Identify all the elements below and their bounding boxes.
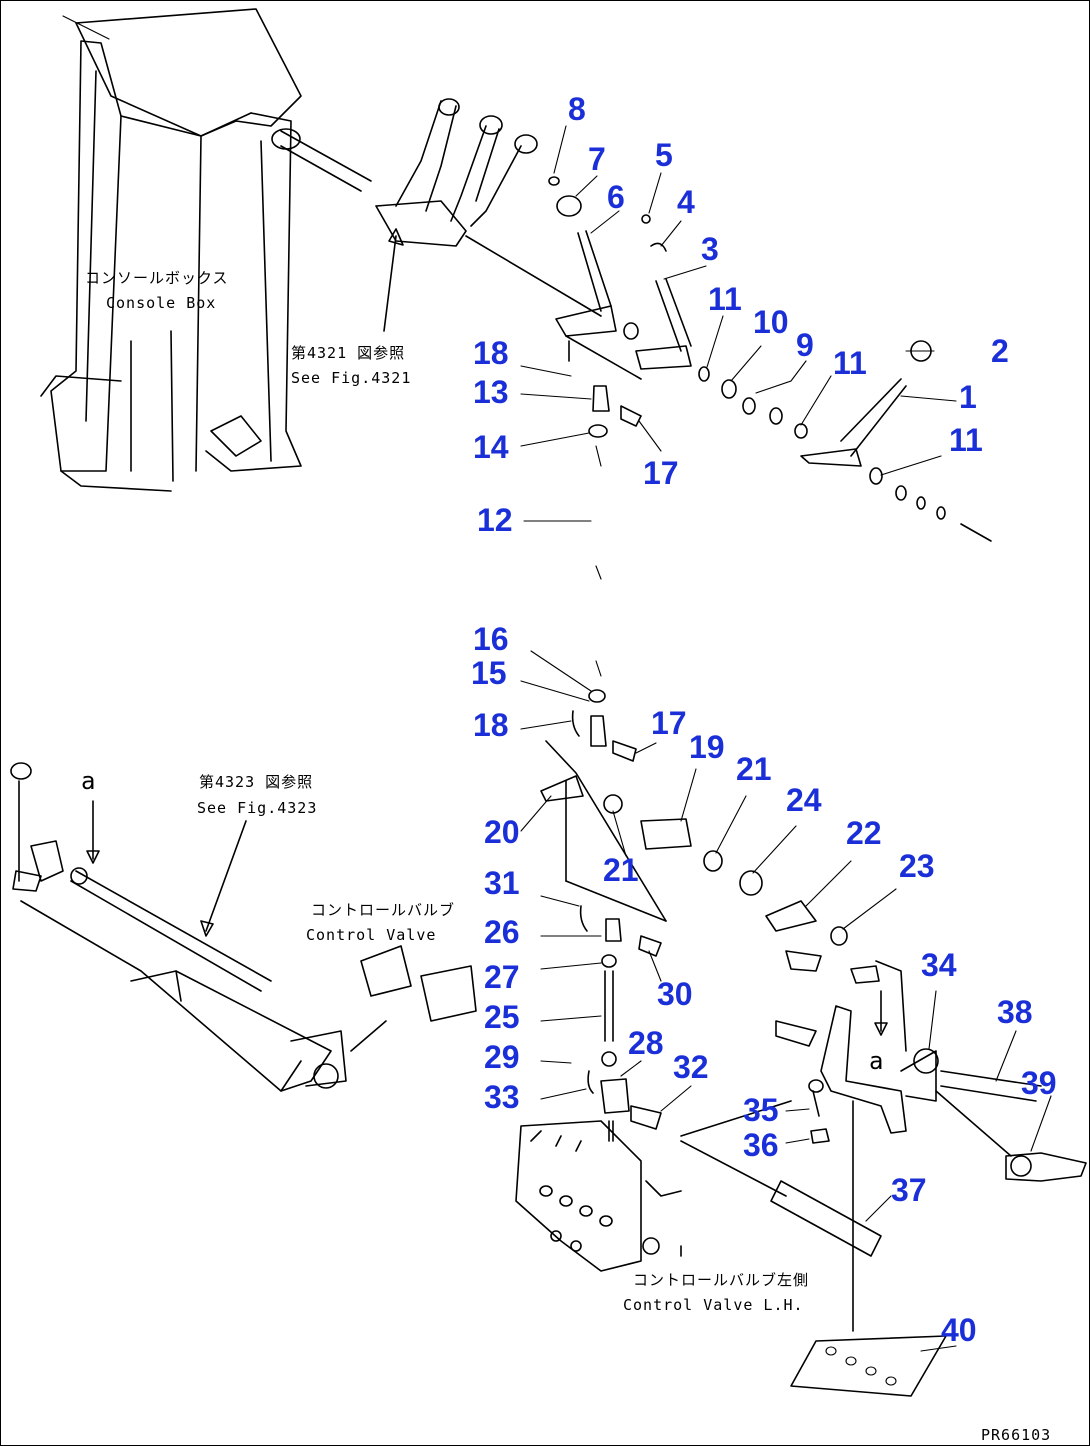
- part-number-label: 18: [473, 707, 509, 743]
- part-number-label: 37: [891, 1172, 927, 1208]
- part-number-label: 19: [689, 729, 725, 765]
- part-number-label: 16: [473, 621, 509, 657]
- part-number-label: 6: [607, 179, 625, 215]
- see-fig-4321-caption-en: See Fig.4321: [291, 369, 412, 387]
- leader-lines: [520, 125, 1052, 1352]
- part-number-label: 36: [743, 1127, 779, 1163]
- part-number-label: 29: [484, 1039, 520, 1075]
- part-number-label: 7: [588, 141, 606, 177]
- bracket-assembly-drawing: [680, 960, 1087, 1397]
- console-box-caption-jp: コンソールボックス: [85, 269, 229, 287]
- part-number-label: 35: [743, 1092, 779, 1128]
- lever-assembly-drawing: [375, 98, 602, 332]
- part-number-label: 22: [846, 815, 882, 851]
- part-number-label: 21: [603, 852, 639, 888]
- part-number-label: 9: [796, 327, 814, 363]
- part-number-label: 34: [921, 947, 957, 983]
- part-number-label: 28: [628, 1025, 664, 1061]
- part-number-label: 32: [673, 1049, 709, 1085]
- part-number-label: 15: [471, 655, 507, 691]
- part-number-label: 12: [477, 502, 513, 538]
- control-valve-lh-caption-jp: コントロールバルブ左側: [633, 1271, 810, 1289]
- see-fig-4323-caption-jp: 第4323 図参照: [199, 773, 314, 791]
- upper-parts-drawing: [548, 176, 992, 580]
- part-number-label: 39: [1021, 1065, 1057, 1101]
- view-mark-a-right: a: [869, 1047, 884, 1075]
- part-number-label: 23: [899, 848, 935, 884]
- part-number-label: 27: [484, 959, 520, 995]
- part-number-label: 14: [473, 429, 509, 465]
- part-number-label: 10: [753, 304, 789, 340]
- part-number-label: 1: [959, 379, 977, 415]
- part-number-label: 24: [786, 782, 822, 818]
- control-valve-caption-en: Control Valve: [306, 926, 437, 944]
- see-fig-4321-caption-jp: 第4321 図参照: [291, 344, 406, 362]
- part-number-label: 2: [991, 333, 1009, 369]
- diagram-code: PR66103: [981, 1426, 1052, 1444]
- part-number-label: 17: [651, 705, 687, 741]
- part-number-label: 33: [484, 1079, 520, 1115]
- part-number-label: 8: [568, 91, 586, 127]
- part-number-label: 4: [677, 184, 695, 220]
- part-number-label: 20: [484, 814, 520, 850]
- console-box-caption-en: Console Box: [106, 294, 217, 312]
- control-valve-drawing: [10, 762, 477, 1092]
- part-number-label: 11: [708, 281, 742, 317]
- part-number-label: 31: [484, 865, 520, 901]
- control-valve-lh-drawing: [515, 1120, 682, 1272]
- part-number-label: 13: [473, 374, 509, 410]
- part-number-label: 30: [657, 976, 693, 1012]
- part-number-label: 21: [736, 751, 772, 787]
- part-number-label: 18: [473, 335, 509, 371]
- view-mark-a-left: a: [81, 767, 96, 795]
- part-number-label: 3: [701, 231, 719, 267]
- part-number-label: 26: [484, 914, 520, 950]
- console-box-drawing: [40, 8, 372, 492]
- part-number-label: 17: [643, 455, 679, 491]
- part-number-label: 5: [655, 137, 673, 173]
- part-number-label: 25: [484, 999, 520, 1035]
- see-fig-4323-caption-en: See Fig.4323: [197, 799, 318, 817]
- part-number-label: 11: [949, 422, 983, 458]
- control-valve-caption-jp: コントロールバルブ: [311, 901, 456, 919]
- lower-linkage-drawing: [540, 660, 880, 1130]
- part-number-label: 38: [997, 994, 1033, 1030]
- control-valve-lh-caption-en: Control Valve L.H.: [623, 1296, 804, 1314]
- part-number-label: 11: [833, 345, 867, 381]
- part-number-label: 40: [941, 1312, 977, 1348]
